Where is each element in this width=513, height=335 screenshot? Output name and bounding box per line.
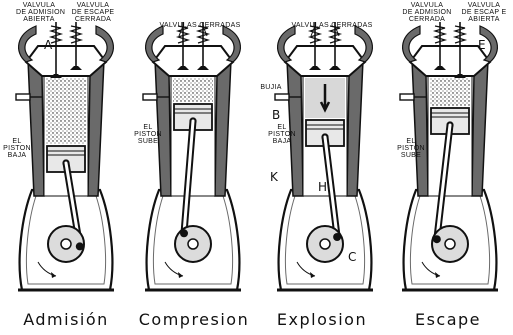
valves-closed-label-2: VALVULAS CERRADAS (150, 22, 250, 29)
spark-plug (400, 94, 414, 100)
valves-closed-label-3: VALVULAS CERRADAS (282, 22, 382, 29)
letter-c: C (348, 250, 356, 264)
piston-label-3: EL PISTON BAJA (266, 124, 298, 145)
cylinder-wall-right (472, 60, 488, 196)
intake-valve-label-4: VALVULA DE ADMISION CERRADA (398, 2, 456, 23)
crankshaft-main (445, 239, 455, 249)
letter-a: A (44, 38, 52, 52)
cylinder-wall-left (412, 60, 428, 196)
cylinder-head (26, 46, 106, 76)
crank-pin (76, 242, 84, 250)
cylinder-head (285, 46, 365, 76)
cylinder-wall-right (88, 60, 104, 196)
crank-pin (333, 233, 341, 241)
caption-escape: Escape (384, 310, 512, 329)
crankshaft-main (188, 239, 198, 249)
intake-valve-label-1: VALVULA DE ADMISION ABIERTA (16, 2, 62, 23)
cylinder-wall-left (28, 60, 44, 196)
cylinder-head (153, 46, 233, 76)
spark-plug (16, 94, 30, 100)
spark-plug (275, 94, 289, 100)
letter-b: B (272, 108, 280, 122)
crankshaft-main (320, 239, 330, 249)
cylinder-wall-right (215, 60, 231, 196)
cylinder-wall-right (347, 60, 363, 196)
spark-plug-label: BUJIA (257, 84, 285, 91)
letter-k: K (270, 170, 278, 184)
caption-compresion: Compresion (130, 310, 258, 329)
letter-e: E (478, 38, 486, 52)
letter-h: H (318, 180, 327, 194)
engine-panel-2 (143, 22, 241, 290)
fuel-mixture (173, 78, 213, 102)
exhaust-valve-label-4: VALVULA DE ESCAP E ABIERTA (458, 2, 510, 23)
crank-pin (180, 229, 188, 237)
caption-admision: Admisión (2, 310, 130, 329)
fuel-mixture (46, 78, 86, 144)
spark-plug (143, 94, 157, 100)
exhaust-valve-label-1: VALVULA DE ESCAPE CERRADA (70, 2, 116, 23)
piston-label-2: EL PISTON SUBE (132, 124, 164, 145)
crank-pin (433, 235, 441, 243)
engine-panel-3 (275, 22, 373, 290)
crankshaft-main (61, 239, 71, 249)
piston-label-4: EL PISTON SUBE (394, 138, 428, 159)
caption-explosion: Explosion (258, 310, 386, 329)
fuel-mixture (430, 78, 470, 106)
piston-label-1: EL PISTON BAJA (0, 138, 34, 159)
